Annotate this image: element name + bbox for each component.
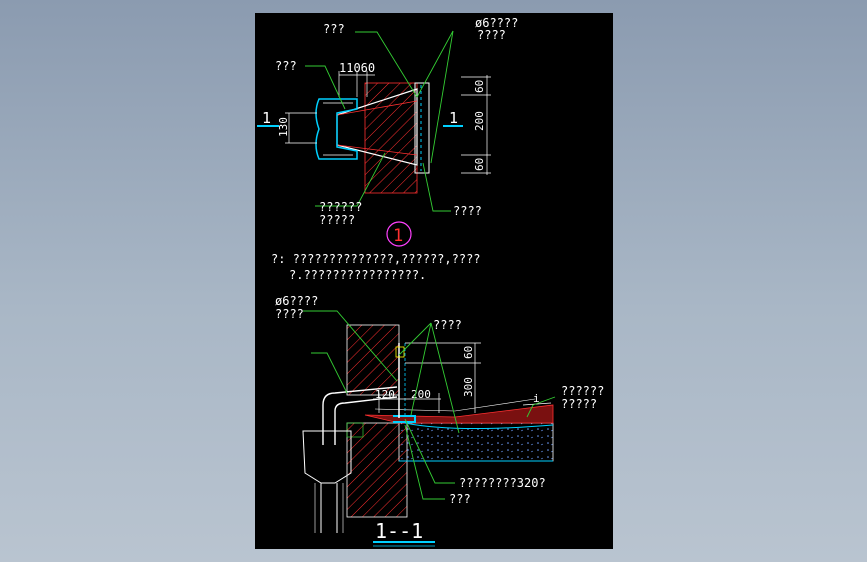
dim-horiz-200: 200 bbox=[411, 388, 431, 401]
label-section-right-2: ????? bbox=[561, 397, 597, 411]
dim-right-top: 60 bbox=[473, 80, 486, 93]
slope-mark: i bbox=[533, 392, 540, 405]
detail-number: 1 bbox=[393, 226, 403, 246]
label-top-right-2: ???? bbox=[477, 28, 506, 42]
cad-drawing: 11060 130 1 1 60 200 60 ??? ø6???? ???? … bbox=[257, 16, 604, 547]
dim-left: 130 bbox=[277, 117, 290, 137]
rain-hopper bbox=[315, 98, 358, 160]
dim-top: 11060 bbox=[339, 61, 375, 75]
detail-number-circle bbox=[386, 221, 412, 247]
section-mark-left: 1 bbox=[262, 109, 271, 127]
label-left: ??? bbox=[275, 59, 297, 73]
dim-right-mid: 200 bbox=[473, 111, 486, 131]
note-line-1: ?: ??????????????,??????,???? bbox=[271, 252, 481, 266]
label-top-right-1: ø6???? bbox=[475, 16, 518, 30]
label-bottom-left-2: ????? bbox=[319, 213, 355, 227]
label-section-bottom: ??? bbox=[449, 492, 471, 506]
dim-horiz-120: 120 bbox=[375, 388, 395, 401]
dim-right-bottom: 60 bbox=[473, 158, 486, 171]
note-line-2: ?.????????????????. bbox=[289, 268, 426, 282]
section-detail: 60 300 120 200 i ø6???? ???? ???? ??????… bbox=[275, 294, 604, 547]
section-title: 1--1 bbox=[375, 519, 423, 543]
label-bottom-right: ???? bbox=[453, 204, 482, 218]
top-plan-detail: 11060 130 1 1 60 200 60 ??? ø6???? ???? … bbox=[257, 16, 518, 247]
dim-vertical-60: 60 bbox=[462, 346, 475, 359]
drawing-sheet: 11060 130 1 1 60 200 60 ??? ø6???? ???? … bbox=[255, 13, 613, 549]
label-section-top-left-1: ø6???? bbox=[275, 294, 318, 308]
notes: ?: ??????????????,??????,???? ?.????????… bbox=[271, 252, 481, 282]
label-section-top-left-2: ???? bbox=[275, 307, 304, 321]
label-section-right-1: ?????? bbox=[561, 384, 604, 398]
label-section-top-right: ???? bbox=[433, 318, 462, 332]
section-mark-right: 1 bbox=[449, 109, 458, 127]
label-top-left: ??? bbox=[323, 22, 345, 36]
dim-vertical-300: 300 bbox=[462, 377, 475, 397]
label-section-bottom-right: ????????320? bbox=[459, 476, 546, 490]
anchor-plate bbox=[414, 82, 430, 174]
label-bottom-left-1: ?????? bbox=[319, 200, 362, 214]
